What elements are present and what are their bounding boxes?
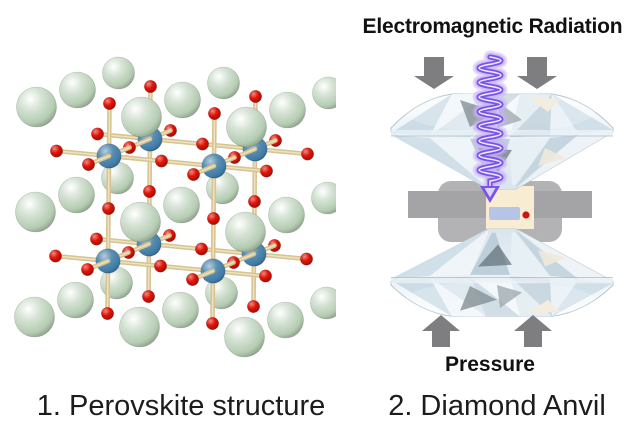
a-site-atom [163, 186, 200, 224]
a-site-atom [16, 86, 57, 128]
bottom-diamond-anvil [390, 228, 614, 319]
a-site-atom [119, 306, 160, 348]
a-site-atom [225, 211, 266, 253]
a-site-atom [59, 71, 96, 109]
pressure-down-arrow-icon [414, 57, 454, 89]
ruby-dot [522, 211, 530, 219]
pressure-up-arrow-icon [422, 315, 460, 347]
a-site-atom [226, 106, 267, 148]
oxygen-atom [48, 249, 62, 263]
oxygen-atom [249, 90, 263, 104]
a-site-atom [162, 291, 199, 329]
caption-diamond-anvil: 2. Diamond Anvil [388, 390, 606, 422]
oxygen-atom [91, 127, 105, 141]
oxygen-atom [299, 252, 313, 266]
a-site-atom [224, 316, 265, 358]
oxygen-atom [82, 158, 96, 172]
oxygen-atom [186, 272, 200, 286]
oxygen-atom [154, 259, 168, 273]
oxygen-atom [248, 195, 262, 209]
a-site-atom [121, 96, 162, 138]
sample-rect [489, 207, 520, 220]
oxygen-atom [101, 306, 115, 320]
a-site-atom [207, 66, 240, 100]
a-site-atom [164, 81, 201, 119]
oxygen-atom [103, 97, 117, 111]
oxygen-atom [144, 80, 158, 94]
oxygen-atom [258, 269, 272, 283]
oxygen-atom [143, 185, 157, 199]
em-wave-icon [472, 50, 508, 203]
oxygen-atom [102, 202, 116, 216]
a-site-atom [15, 191, 56, 233]
oxygen-atom [247, 299, 261, 313]
oxygen-atom [259, 164, 273, 178]
a-site-atom [120, 201, 161, 243]
oxygen-atom [142, 289, 156, 303]
a-site-atom [311, 181, 336, 215]
oxygen-atom [187, 168, 201, 182]
perovskite-structure-figure [14, 56, 336, 358]
oxygen-atom [196, 137, 210, 151]
caption-perovskite: 1. Perovskite structure [36, 390, 326, 422]
oxygen-atom [206, 316, 220, 330]
a-site-atom [102, 56, 135, 90]
a-site-atom [267, 301, 304, 339]
oxygen-atom [155, 154, 169, 168]
oxygen-atom [81, 262, 95, 276]
a-site-atom [14, 296, 55, 338]
pressure-up-arrow-icon [514, 315, 552, 347]
a-site-atom [268, 196, 305, 234]
oxygen-atom [195, 242, 209, 256]
pressure-down-arrow-icon [517, 57, 557, 89]
pressure-label: Pressure [445, 353, 535, 376]
a-site-atom [310, 286, 336, 320]
a-site-atom [312, 76, 336, 110]
a-site-atom [58, 176, 95, 214]
a-site-atom [57, 281, 94, 319]
diamond-anvil-figure [390, 50, 614, 347]
oxygen-atom [90, 232, 104, 246]
oxygen-atom [207, 212, 221, 226]
a-site-atom [269, 91, 306, 129]
oxygen-atom [208, 107, 222, 121]
oxygen-atom [49, 144, 63, 158]
em-radiation-label: Electromagnetic Radiation [362, 15, 623, 38]
oxygen-atom [300, 147, 314, 161]
